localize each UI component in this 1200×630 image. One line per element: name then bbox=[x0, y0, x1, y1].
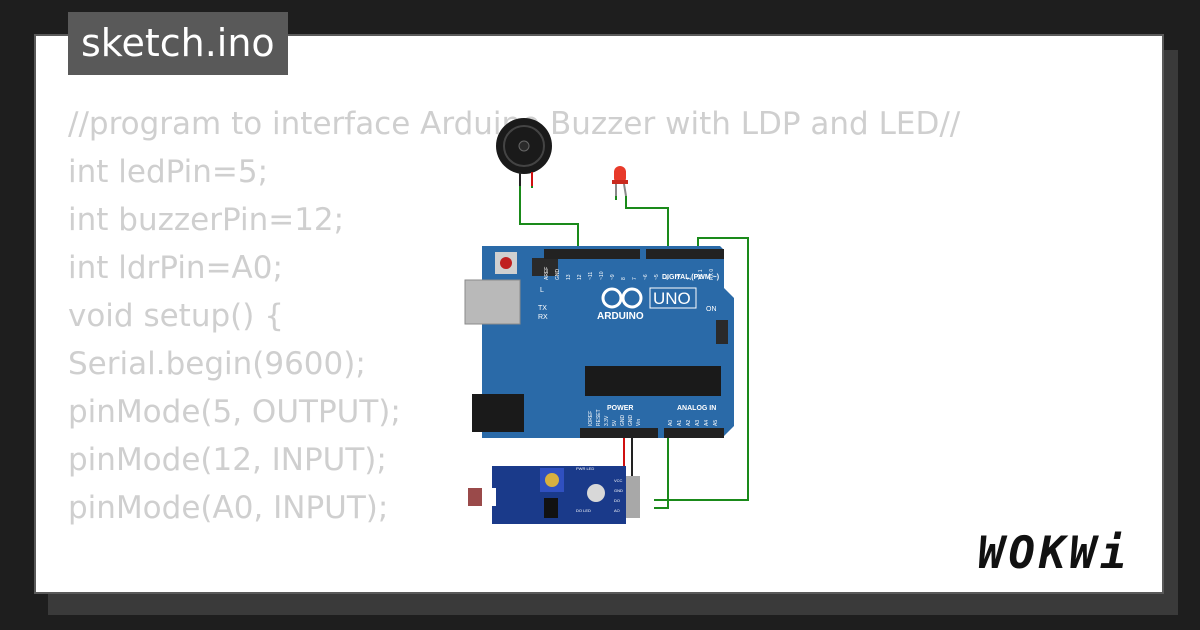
digital-pin-label: 2 bbox=[687, 277, 693, 280]
analog-pin-label: A3 bbox=[695, 420, 701, 426]
model-name: UNO bbox=[653, 289, 691, 308]
power-pin-label: 3.3V bbox=[604, 415, 610, 426]
code-listing: //program to interface Arduino Buzzer wi… bbox=[68, 100, 960, 532]
code-line: pinMode(12, INPUT); bbox=[68, 442, 387, 478]
logo-loop-left bbox=[601, 287, 623, 309]
potentiometer-knob bbox=[545, 473, 559, 487]
digital-pin-label: ~3 bbox=[676, 274, 682, 280]
digital-label: DIGITAL (PWM ~) bbox=[662, 274, 719, 281]
wire-buzzer-gnd bbox=[519, 186, 579, 253]
wire-ldr-do bbox=[654, 237, 749, 501]
digital-pin-label: 4 bbox=[665, 277, 671, 280]
usb-port bbox=[464, 279, 521, 325]
wokwi-logo: WOKWi bbox=[978, 528, 1131, 579]
digital-pin-label: ~10 bbox=[599, 271, 605, 280]
digital-pin-label: 13 bbox=[566, 274, 572, 280]
icsp-header-2 bbox=[716, 320, 728, 344]
wires bbox=[519, 186, 749, 509]
reset-button-cap bbox=[500, 257, 512, 269]
analog-pin-label: A2 bbox=[686, 420, 692, 426]
code-line: int ledPin=5; bbox=[68, 154, 269, 190]
analog-pin-label: A4 bbox=[704, 420, 710, 426]
wire-led-pin5 bbox=[625, 196, 669, 253]
wire-ldr-ao bbox=[654, 438, 669, 509]
file-tab[interactable]: sketch.ino bbox=[68, 12, 288, 75]
analog-header bbox=[664, 428, 724, 438]
pwr-led-label: PWR LED bbox=[576, 466, 594, 471]
power-pin-label: GND bbox=[628, 415, 634, 427]
module-pin-label: GND bbox=[614, 488, 623, 493]
digital-pin-label: AREF bbox=[544, 267, 550, 280]
led[interactable] bbox=[612, 166, 628, 197]
arduino-logo: ARDUINO bbox=[597, 287, 644, 322]
code-line: pinMode(A0, INPUT); bbox=[68, 490, 389, 526]
digital-pin-label: 12 bbox=[577, 274, 583, 280]
do-led-label: DO LED bbox=[576, 508, 591, 513]
power-label: POWER bbox=[607, 405, 633, 412]
digital-pin-label: ~11 bbox=[588, 272, 594, 280]
power-pin-label: RESET bbox=[596, 409, 602, 426]
digital-pin-label: GND bbox=[555, 269, 561, 281]
buzzer-ring bbox=[503, 125, 545, 167]
ldr-module[interactable]: PWR LED DO LED bbox=[468, 466, 640, 524]
arduino-uno[interactable]: DIGITAL (PWM ~) L TX RX ARDUINO UNO ON P… bbox=[464, 246, 734, 438]
sensor-dome bbox=[587, 484, 605, 502]
logo-text: ARDUINO bbox=[597, 311, 644, 322]
buzzer[interactable] bbox=[496, 118, 552, 186]
digital-pin-label: 7 bbox=[632, 277, 638, 280]
code-line: int ldrPin=A0; bbox=[68, 250, 283, 286]
module-pin-label: DO bbox=[614, 498, 620, 503]
module-pin-label: VCC bbox=[614, 478, 623, 483]
digital-pin-label: 8 bbox=[621, 277, 627, 280]
on-label: ON bbox=[706, 306, 717, 313]
circuit-diagram[interactable]: DIGITAL (PWM ~) L TX RX ARDUINO UNO ON P… bbox=[462, 108, 762, 533]
buzzer-center bbox=[518, 140, 530, 152]
power-pin-label: Vin bbox=[636, 419, 642, 426]
analog-pin-label: A0 bbox=[668, 420, 674, 426]
power-pin-label: GND bbox=[620, 415, 626, 427]
led-rim bbox=[612, 180, 628, 184]
rx-label: RX bbox=[538, 314, 548, 321]
module-pin-label: AO bbox=[614, 508, 620, 513]
power-pin-label: 5V bbox=[612, 419, 618, 426]
digital-pin-label: RX 0 bbox=[709, 269, 715, 280]
power-pin-label: IOREF bbox=[588, 411, 594, 426]
logo-loop-right bbox=[621, 287, 643, 309]
analog-pin-label: A5 bbox=[713, 420, 719, 426]
tx-label: TX bbox=[538, 305, 547, 312]
power-jack bbox=[472, 394, 524, 432]
digital-pin-label: ~5 bbox=[654, 274, 660, 280]
icsp-header bbox=[532, 258, 558, 276]
analog-pin-label: A1 bbox=[677, 420, 683, 426]
digital-pin-label: ~6 bbox=[643, 274, 649, 280]
digital-pin-label: ~9 bbox=[610, 274, 616, 280]
l-label: L bbox=[540, 287, 544, 294]
code-line: Serial.begin(9600); bbox=[68, 346, 366, 382]
led-leg-b bbox=[623, 183, 627, 197]
code-line: pinMode(5, OUTPUT); bbox=[68, 394, 401, 430]
photoresistor bbox=[468, 488, 482, 506]
power-header bbox=[580, 428, 658, 438]
model-box bbox=[649, 287, 697, 309]
atmega-chip bbox=[585, 366, 721, 396]
digital-header-right bbox=[646, 249, 724, 259]
digital-pin-label: TX 1 bbox=[698, 269, 704, 280]
led-body bbox=[614, 166, 626, 184]
analog-label: ANALOG IN bbox=[677, 405, 716, 412]
photoresistor-leads bbox=[482, 488, 496, 506]
digital-header-left bbox=[544, 249, 640, 259]
code-line: int buzzerPin=12; bbox=[68, 202, 345, 238]
code-line: void setup() { bbox=[68, 298, 284, 334]
comparator-chip bbox=[544, 498, 558, 518]
pin-header bbox=[626, 476, 640, 518]
